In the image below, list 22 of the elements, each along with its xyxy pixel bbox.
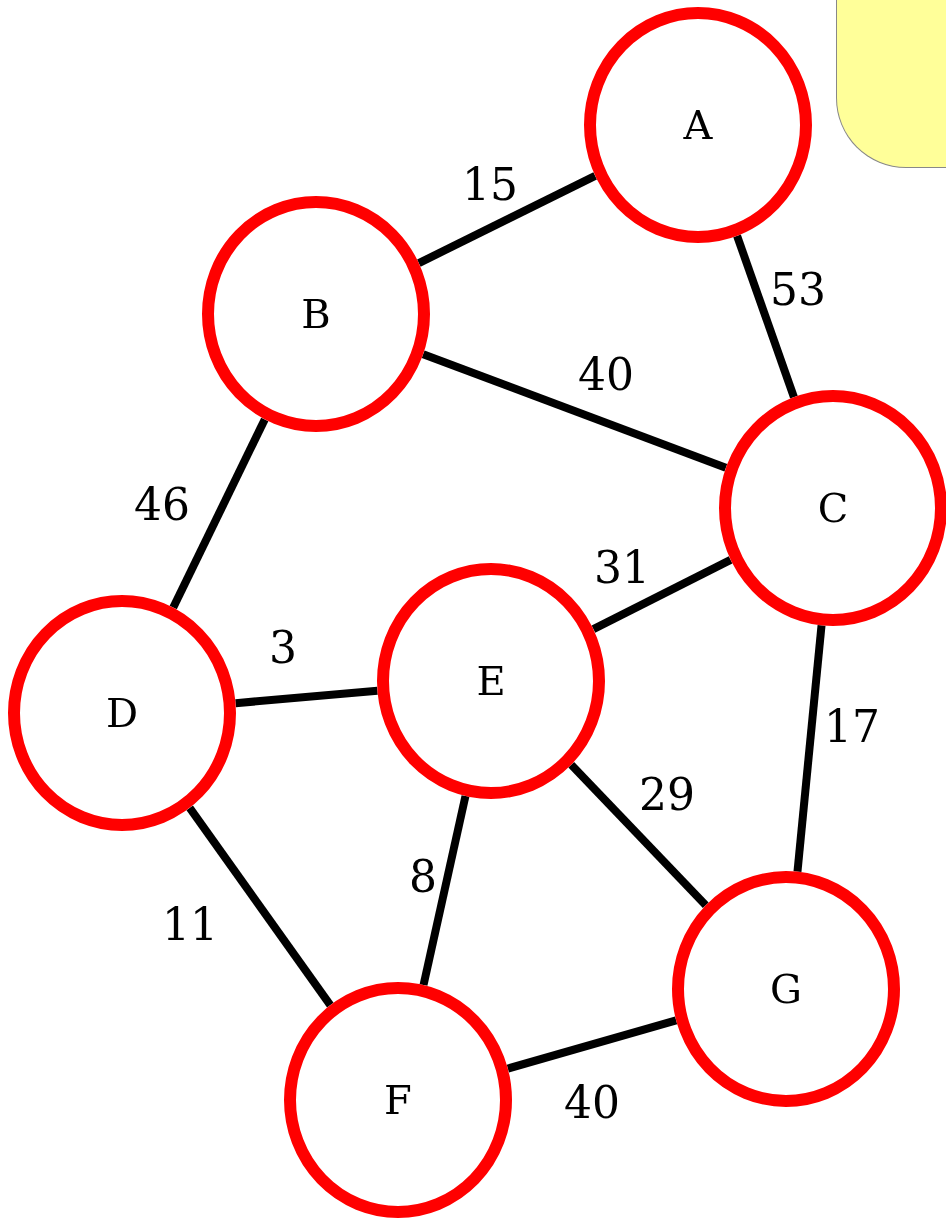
- node-circle: [584, 7, 812, 243]
- node-label: C: [817, 488, 849, 528]
- edge-line: [186, 805, 334, 1008]
- node-label: G: [770, 969, 802, 1009]
- edge-line: [733, 234, 798, 399]
- node-label: B: [301, 294, 331, 334]
- edge-line: [417, 172, 597, 267]
- edge-line: [591, 556, 733, 633]
- edge-line: [419, 795, 470, 986]
- note-shape: [836, 0, 946, 168]
- edge-line: [568, 762, 709, 908]
- node-label: F: [384, 1080, 412, 1120]
- node-circle: [672, 871, 900, 1107]
- edge-line: [169, 417, 269, 610]
- node-circle: [284, 982, 512, 1218]
- node-circle: [8, 595, 236, 831]
- edge-line: [421, 350, 728, 472]
- node-label: E: [476, 661, 506, 701]
- node-label: D: [105, 693, 139, 733]
- edge-line: [506, 1016, 678, 1073]
- node-label: A: [683, 105, 713, 145]
- node-circle: [202, 196, 430, 432]
